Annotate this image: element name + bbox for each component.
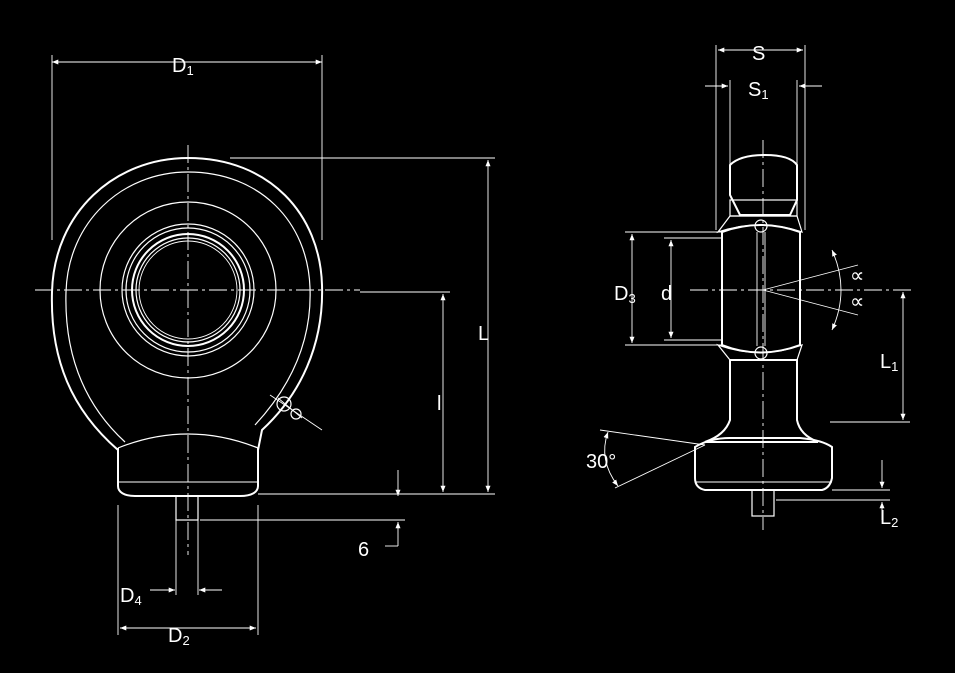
eye-inner-contour <box>65 171 311 443</box>
label-L: L <box>478 323 489 345</box>
side-view <box>599 45 912 530</box>
eye-section-top <box>729 153 798 216</box>
ball-section <box>721 224 801 354</box>
label-alpha-top: ∝ <box>850 265 864 287</box>
base-foot <box>694 437 833 491</box>
front-view <box>35 55 495 635</box>
label-angle-30: 30° <box>586 451 616 473</box>
label-L2: L2 <box>880 507 898 530</box>
label-D3: D3 <box>614 283 636 306</box>
label-alpha-bottom: ∝ <box>850 291 864 313</box>
label-l: l <box>437 393 441 415</box>
label-D4: D4 <box>120 585 142 608</box>
label-S1: S1 <box>748 79 769 102</box>
shank-section <box>704 359 819 443</box>
grease-nipple <box>269 394 323 431</box>
outer-ring-top <box>716 215 803 234</box>
label-L1: L1 <box>880 351 898 374</box>
label-6: 6 <box>358 539 369 561</box>
label-S: S <box>752 43 765 65</box>
neck-top-curve <box>117 433 259 449</box>
label-D2: D2 <box>168 625 190 648</box>
label-D1: D1 <box>172 55 194 78</box>
label-d: d <box>661 283 672 305</box>
locating-pin <box>175 495 199 521</box>
outer-ring-bottom <box>716 343 803 361</box>
